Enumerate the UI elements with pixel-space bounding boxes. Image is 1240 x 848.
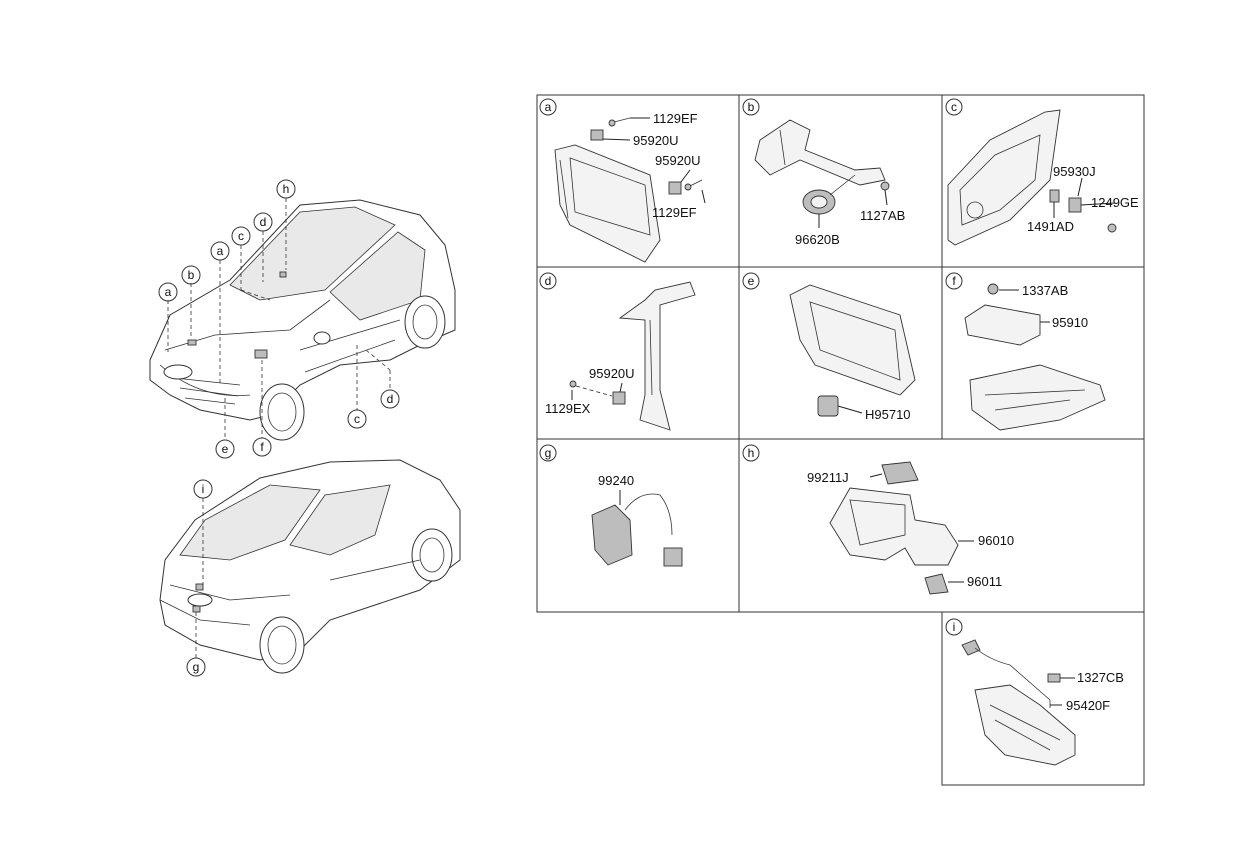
part-1127AB: 1127AB [860, 208, 905, 223]
callout-i-rear: i [193, 479, 213, 499]
svg-text:g: g [193, 660, 200, 674]
part-99211J: 99211J [807, 470, 849, 485]
panel-c-id: c [951, 100, 957, 114]
part-95420F: 95420F [1066, 698, 1110, 713]
part-96011: 96011 [967, 574, 1002, 589]
part-1249GE: 1249GE [1091, 195, 1139, 210]
callout-g-rear: g [186, 657, 206, 677]
part-99240: 99240 [598, 473, 634, 488]
panel-g: g 99240 [539, 444, 683, 567]
part-95920U-a: 95920U [633, 133, 679, 148]
svg-text:f: f [260, 440, 264, 454]
svg-text:i: i [202, 482, 205, 496]
part-95910: 95910 [1052, 315, 1088, 330]
svg-text:a: a [217, 244, 224, 258]
part-1491AD: 1491AD [1027, 219, 1074, 234]
svg-text:d: d [387, 392, 394, 406]
callout-e-front: e [215, 439, 235, 459]
panel-f-id: f [952, 274, 956, 288]
svg-text:b: b [188, 268, 195, 282]
part-1129EF-a-2: 1129EF [652, 205, 697, 220]
part-H95710: H95710 [865, 407, 911, 422]
svg-text:e: e [222, 442, 229, 456]
callout-d-door: d [380, 389, 400, 409]
panel-i: i 1327CB 95420F [945, 618, 1124, 766]
panel-grid-frame [536, 94, 1145, 786]
svg-text:c: c [354, 412, 360, 426]
panel-d-id: d [545, 274, 552, 288]
panel-e: e H95710 [742, 272, 916, 422]
part-95920U-a-2: 95920U [655, 153, 701, 168]
part-1327CB: 1327CB [1077, 670, 1124, 685]
panel-a: a 1129EF 95920U 95920U 1129EF [539, 98, 706, 263]
panel-a-id: a [545, 100, 552, 114]
front-car-callouts: a b c d h a c d e f [158, 179, 400, 459]
svg-text:h: h [283, 182, 290, 196]
callout-d-front: d [253, 212, 273, 232]
part-1129EX: 1129EX [545, 401, 591, 416]
callout-h-front: h [276, 179, 296, 199]
callout-a-front: a [158, 282, 178, 302]
svg-text:d: d [260, 215, 267, 229]
callout-c-front: c [231, 226, 251, 246]
part-95930J: 95930J [1053, 164, 1096, 179]
callout-c-door: c [347, 409, 367, 429]
rear-car-callouts: i g [186, 479, 213, 677]
callout-a-front-2: a [210, 241, 230, 261]
panel-b-id: b [748, 100, 755, 114]
callout-b-front: b [181, 265, 201, 285]
panel-f: f 1337AB 95910 [945, 272, 1106, 431]
panel-b: b 1127AB 96620B [742, 98, 905, 247]
panel-c: c 95930J 1249GE 1491AD [945, 98, 1139, 246]
svg-text:a: a [165, 285, 172, 299]
panel-g-id: g [545, 446, 552, 460]
panel-i-id: i [953, 620, 956, 634]
part-1337AB: 1337AB [1022, 283, 1068, 298]
part-1129EF-a: 1129EF [653, 111, 698, 126]
part-95920U-d: 95920U [589, 366, 635, 381]
rear-car-illustration [159, 459, 461, 674]
panel-h-id: h [748, 446, 755, 460]
panel-h: h 99211J 96010 96011 [742, 444, 1014, 595]
panel-d: d 95920U 1129EX [539, 272, 696, 431]
part-96010: 96010 [978, 533, 1014, 548]
front-car-illustration [149, 199, 456, 441]
svg-text:c: c [238, 229, 244, 243]
panel-e-id: e [748, 274, 755, 288]
part-96620B: 96620B [795, 232, 840, 247]
callout-f-front: f [252, 437, 272, 457]
